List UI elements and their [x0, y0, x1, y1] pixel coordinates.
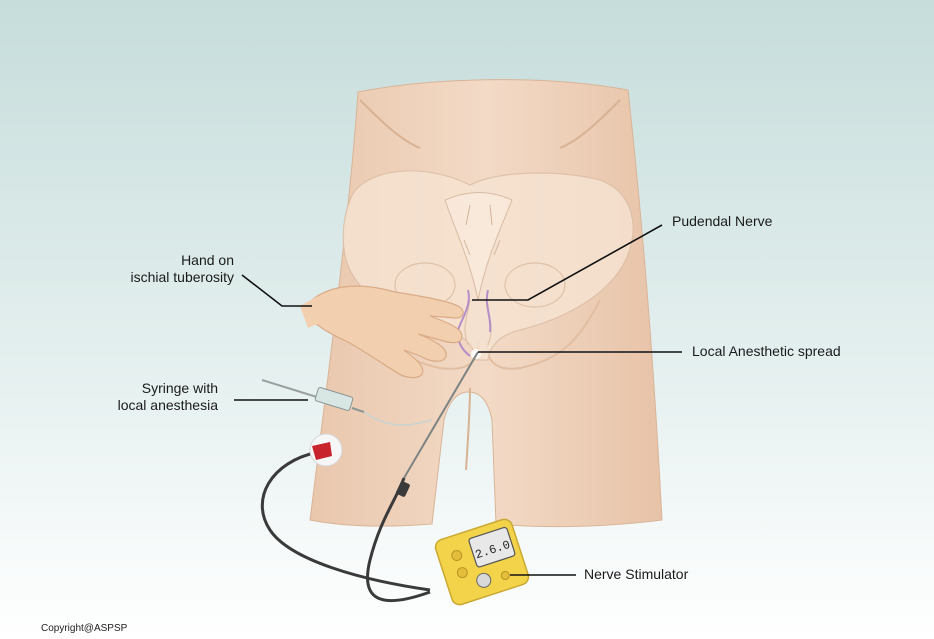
copyright-text: Copyright@ASPSP [41, 623, 127, 635]
label-syringe-line2: local anesthesia [86, 397, 218, 414]
label-syringe-line1: Syringe with [86, 380, 218, 397]
label-hand-line2: ischial tuberosity [96, 269, 234, 286]
label-pudendal-nerve: Pudendal Nerve [672, 213, 772, 230]
label-nerve-stimulator: Nerve Stimulator [584, 566, 688, 583]
label-hand-on-tuberosity: Hand on ischial tuberosity [96, 252, 234, 286]
label-local-anesthetic-spread: Local Anesthetic spread [692, 343, 841, 360]
label-hand-line1: Hand on [96, 252, 234, 269]
label-syringe: Syringe with local anesthesia [86, 380, 218, 414]
